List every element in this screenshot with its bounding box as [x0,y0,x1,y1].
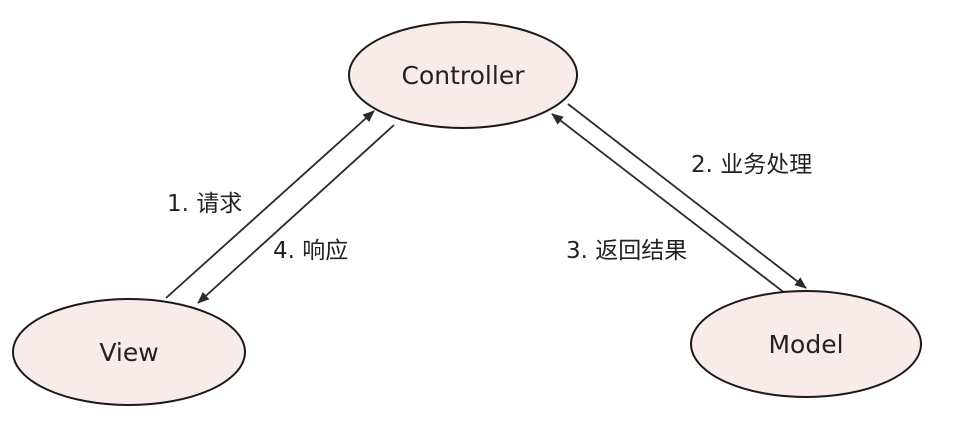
process-arrow [567,103,807,289]
response-label: 4. 响应 [273,238,348,264]
controller-label: Controller [402,61,526,90]
model-node: Model [690,290,922,398]
controller-node: Controller [348,21,578,129]
model-label: Model [768,330,843,359]
return-arrow [551,113,787,295]
controller-ellipse [348,21,578,129]
return-label: 3. 返回结果 [566,238,687,264]
view-label: View [99,338,158,367]
view-ellipse [12,298,246,406]
process-label: 2. 业务处理 [691,152,812,178]
response-arrow [197,124,395,304]
model-ellipse [690,290,922,398]
request-label: 1. 请求 [167,191,242,217]
request-arrow [165,110,375,299]
view-node: View [12,298,246,406]
